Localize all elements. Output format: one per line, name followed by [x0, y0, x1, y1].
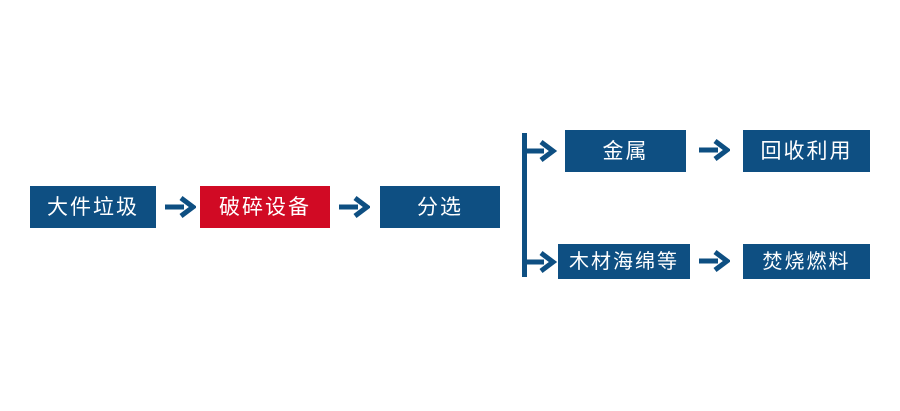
- arrow-metal-to-recycle: [698, 139, 732, 166]
- node-recycling-reuse-label: 回收利用: [760, 139, 853, 163]
- branch-arrow-lower: [524, 251, 558, 273]
- node-crushing-equipment-label: 破碎设备: [219, 195, 311, 219]
- node-sorting-label: 分选: [417, 195, 463, 219]
- node-bulky-waste-label: 大件垃圾: [47, 195, 139, 219]
- arrow-bulky-to-crusher: [164, 196, 198, 223]
- node-bulky-waste[interactable]: 大件垃圾: [30, 186, 156, 228]
- node-wood-sponge-etc[interactable]: 木材海绵等: [558, 244, 690, 279]
- branch-arrow-upper: [524, 140, 558, 162]
- node-wood-sponge-etc-label: 木材海绵等: [569, 250, 679, 273]
- branch-connector-split: [522, 133, 558, 277]
- node-sorting[interactable]: 分选: [380, 186, 500, 228]
- node-crushing-equipment[interactable]: 破碎设备: [200, 186, 330, 228]
- arrow-crusher-to-sorting: [338, 196, 372, 223]
- node-recycling-reuse[interactable]: 回收利用: [743, 130, 870, 172]
- arrow-wood-to-fuel: [698, 250, 732, 277]
- node-incineration-fuel[interactable]: 焚烧燃料: [743, 244, 870, 279]
- node-metal[interactable]: 金属: [565, 130, 686, 172]
- node-incineration-fuel-label: 焚烧燃料: [762, 250, 851, 273]
- node-metal-label: 金属: [602, 139, 649, 163]
